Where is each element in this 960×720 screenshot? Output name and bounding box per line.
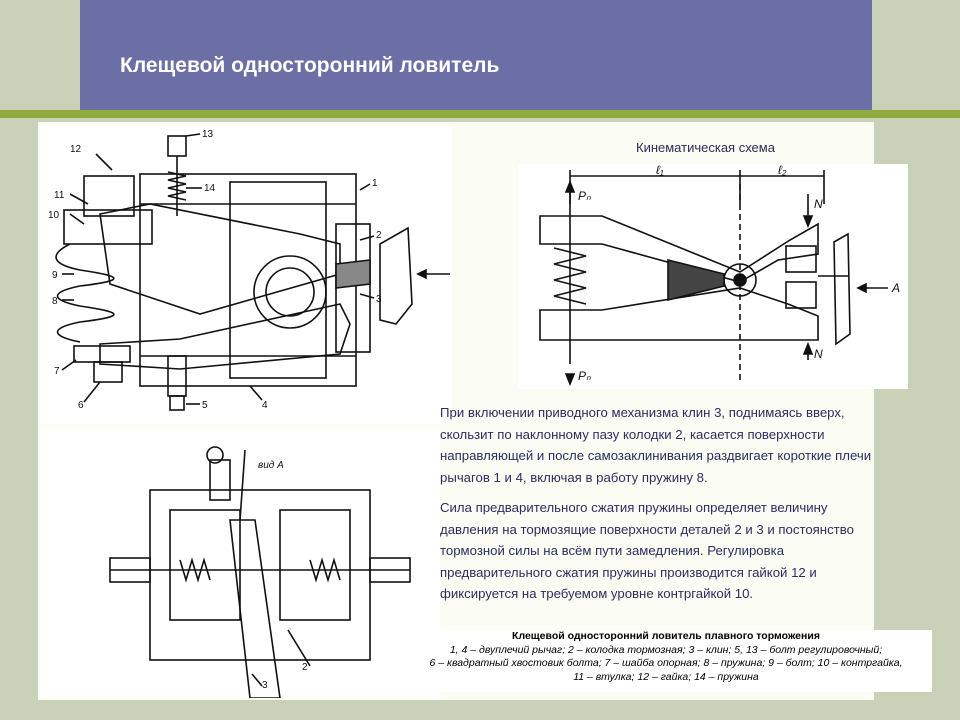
bottom-strip (0, 706, 960, 720)
description-paragraph-1: При включении приводного механизма клин … (440, 405, 872, 485)
part-label-7: 7 (54, 366, 60, 377)
part-label-6: 6 (78, 400, 84, 411)
part-label-3-view: 3 (262, 680, 268, 691)
part-label-13: 13 (202, 129, 214, 140)
part-label-3: 3 (376, 294, 382, 305)
description-paragraph-2: Сила предварительного сжатия пружины опр… (440, 500, 854, 601)
part-label-10: 10 (48, 210, 60, 221)
part-label-8: 8 (52, 296, 58, 307)
description-text: При включении приводного механизма клин … (440, 402, 888, 614)
catcher-view-a-drawing: вид А 2 3 (40, 430, 440, 699)
kin-label-n-bottom: N (814, 347, 823, 361)
catcher-section-svg: 13 12 14 11 10 1 2 9 8 3 7 6 5 4 (48, 129, 450, 411)
kin-label-a: A (891, 281, 900, 295)
left-strip (0, 0, 80, 110)
kinematic-diagram: ℓ₁ ℓ₂ Pₙ Pₙ N N A (518, 163, 908, 389)
part-label-1: 1 (372, 178, 378, 189)
kin-label-l1: ℓ₁ (656, 164, 664, 177)
part-label-5: 5 (202, 400, 208, 411)
kin-label-l2: ℓ₂ (778, 164, 787, 177)
part-label-12: 12 (70, 144, 82, 155)
kin-label-n-top: N (814, 197, 823, 211)
accent-line (0, 110, 960, 118)
part-label-9: 9 (52, 270, 58, 281)
kin-label-pn-bottom: Pₙ (578, 369, 591, 383)
caption-line-3: 11 – втулка; 12 – гайка; 14 – пружина (573, 670, 759, 683)
kinematic-svg: ℓ₁ ℓ₂ Pₙ Pₙ N N A (539, 163, 900, 387)
part-label-2: 2 (376, 230, 382, 241)
caption-line-2: 6 – квадратный хвостовик болта; 7 – шайб… (429, 657, 903, 669)
right-strip (872, 0, 960, 110)
caption-line-1: 1, 4 – двуплечий рычаг; 2 – колодка торм… (449, 643, 883, 656)
part-label-2-view: 2 (302, 662, 308, 673)
kinematic-title: Кинематическая схема (636, 140, 775, 155)
catcher-view-a-svg: вид А 2 3 (109, 446, 411, 699)
figure-caption: Клещевой односторонний ловитель плавного… (400, 630, 932, 692)
part-label-14: 14 (204, 183, 216, 194)
view-a-label: вид А (258, 460, 284, 471)
header-bar (80, 0, 872, 110)
kin-label-pn-top: Pₙ (578, 189, 591, 203)
part-label-4: 4 (262, 400, 268, 411)
page-title: Клещевой односторонний ловитель (120, 54, 500, 77)
caption-title: Клещевой односторонний ловитель плавного… (512, 630, 820, 642)
catcher-section-drawing: 13 12 14 11 10 1 2 9 8 3 7 6 5 4 (40, 124, 452, 424)
part-label-11: 11 (54, 190, 65, 201)
